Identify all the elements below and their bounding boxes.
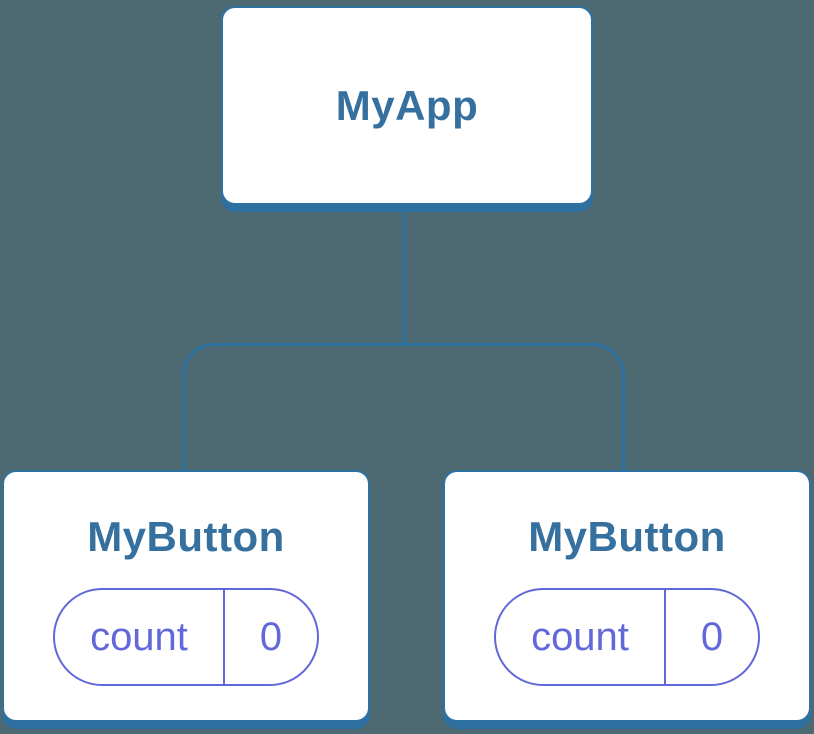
node-label-myapp: MyApp (335, 81, 479, 129)
state-pill-left: count 0 (53, 588, 319, 686)
connector-bracket (182, 343, 625, 470)
state-value-right: 0 (700, 614, 724, 659)
state-value-left: 0 (259, 614, 283, 659)
connector-stem (403, 212, 406, 344)
state-key-right: count (496, 590, 666, 684)
node-label-mybutton-left: MyButton (87, 513, 285, 560)
state-pill-right: count 0 (494, 588, 760, 686)
state-key-left: count (55, 590, 225, 684)
node-label-mybutton-right: MyButton (528, 513, 726, 560)
tree-node-mybutton-left: MyButton count 0 (2, 470, 370, 722)
tree-node-myapp: MyApp (221, 6, 593, 205)
tree-node-mybutton-right: MyButton count 0 (443, 470, 811, 722)
